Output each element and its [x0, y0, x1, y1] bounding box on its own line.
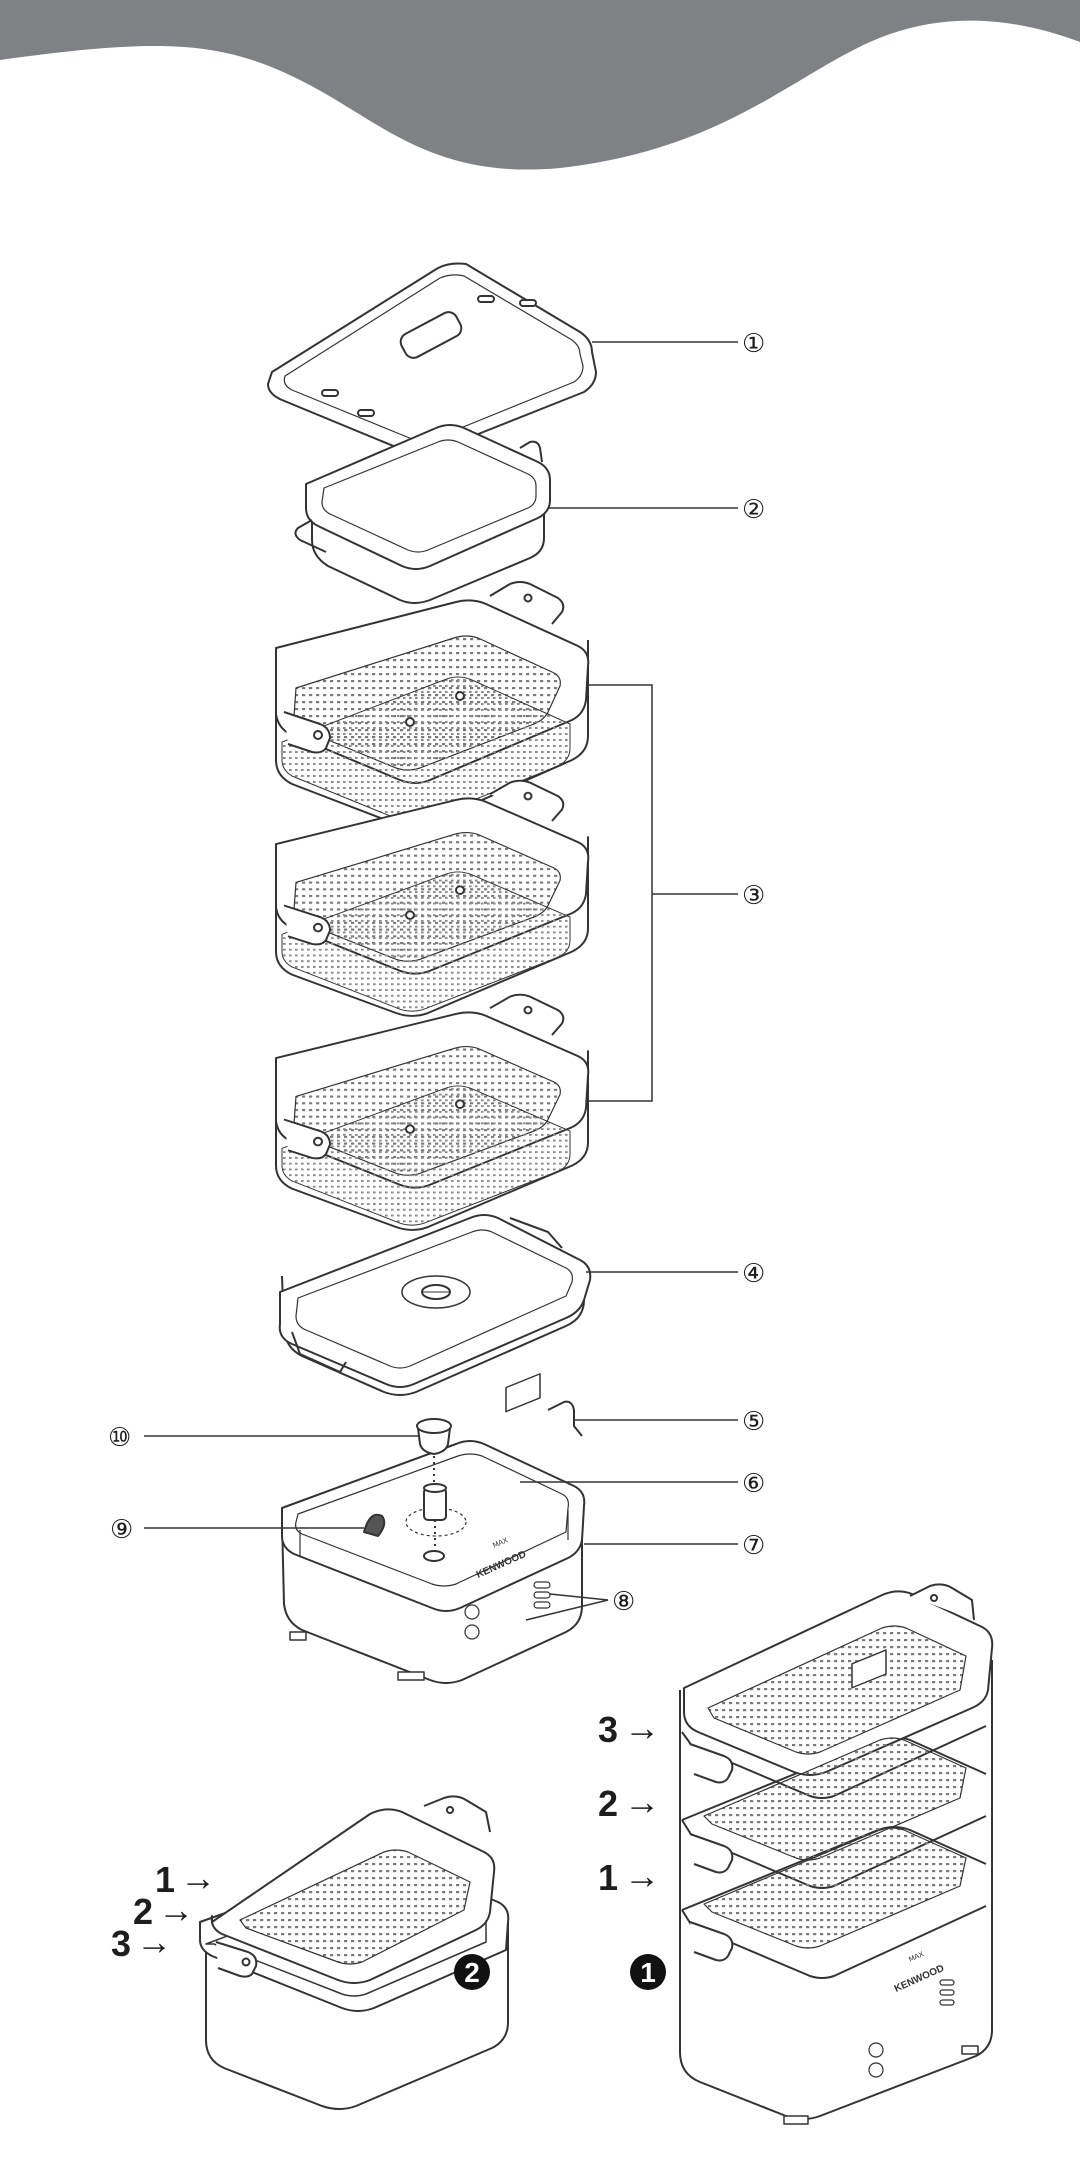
figure-1-labels: 3 → 2 → 1 → 1 [598, 1707, 666, 1990]
callout-8: ⑧ [612, 1587, 635, 1617]
callout-1: ① [742, 329, 765, 359]
fig2-badge-label: 2 [464, 1957, 480, 1988]
fig1-arrow-2: → [624, 1781, 660, 1822]
fig2-arrow-1: → [180, 1857, 216, 1898]
header-wave [0, 0, 1080, 170]
lid [267, 262, 597, 455]
figure-1-assembled-tower [679, 1583, 994, 2125]
fig1-level-1: 1 [598, 1857, 618, 1898]
fig2-arrow-3: → [136, 1921, 172, 1962]
callout-7: ⑦ [742, 1531, 765, 1561]
steaming-basket-top [275, 581, 590, 828]
fig2-arrow-2: → [158, 1889, 194, 1930]
fig1-badge [630, 1954, 666, 1990]
fig1-badge-label: 1 [640, 1957, 656, 1988]
callout-6: ⑥ [742, 1469, 765, 1499]
callouts: ① ② ③ ④ ⑤ ⑥ ⑦ ⑧ ⑩ ⑨ [108, 329, 765, 1617]
callout-10: ⑩ [108, 1423, 131, 1453]
callout-9: ⑨ [110, 1515, 133, 1545]
fig2-level-2: 2 [133, 1891, 153, 1932]
rice-bowl [294, 424, 551, 604]
figure-2-nested-stack [199, 1795, 510, 2110]
leader-3 [588, 684, 738, 1102]
callout-2: ② [742, 495, 765, 525]
fig1-level-3: 3 [598, 1709, 618, 1750]
steaming-basket-middle [275, 779, 590, 1017]
drip-tray [278, 1214, 592, 1396]
fig2-level-1: 1 [155, 1859, 175, 1900]
steaming-basket-bottom [275, 993, 590, 1231]
fig1-arrow-1: → [624, 1855, 660, 1896]
callout-4: ④ [742, 1259, 765, 1289]
base-leaders [144, 1419, 738, 1621]
fig1-arrow-3: → [624, 1707, 660, 1748]
callout-3: ③ [742, 881, 765, 911]
fig1-level-2: 2 [598, 1783, 618, 1824]
base-unit [281, 1373, 586, 1684]
callout-5: ⑤ [742, 1407, 765, 1437]
fig2-badge [454, 1954, 490, 1990]
figure-2-labels: 1 → 2 → 3 → 2 [111, 1857, 490, 1990]
fig2-level-3: 3 [111, 1923, 131, 1964]
